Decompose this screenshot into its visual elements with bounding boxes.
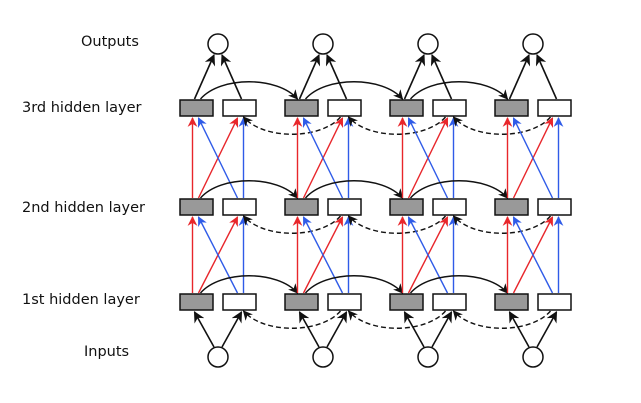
backward-hidden-unit <box>327 198 362 216</box>
backward-to-forward-arrow <box>302 216 344 294</box>
backward-recurrent-arrow <box>347 215 447 234</box>
forward-recurrent-arrow <box>304 180 404 199</box>
backward-recurrent-arrow <box>452 116 552 135</box>
input-node <box>207 346 229 368</box>
backward-hidden-unit <box>432 293 467 311</box>
label-inputs: Inputs <box>84 344 130 360</box>
backward-recurrent-arrow <box>347 310 447 329</box>
backward-to-forward-arrow <box>407 216 449 294</box>
backward-recurrent-arrow <box>452 310 552 329</box>
forward-to-output-arrow <box>508 53 531 100</box>
input-to-backward-arrow <box>326 311 348 348</box>
backward-to-forward-arrow <box>512 117 554 199</box>
backward-to-output-arrow <box>220 53 243 100</box>
backward-to-output-arrow <box>430 53 453 100</box>
forward-hidden-unit <box>494 293 529 311</box>
output-node <box>417 33 439 55</box>
backward-recurrent-arrow <box>347 116 447 135</box>
backward-hidden-unit <box>222 198 257 216</box>
backward-recurrent-arrow <box>242 215 342 234</box>
output-node <box>522 33 544 55</box>
forward-to-output-arrow <box>298 53 321 100</box>
input-node <box>417 346 439 368</box>
forward-recurrent-arrow <box>199 275 299 294</box>
backward-recurrent-arrow <box>452 215 552 234</box>
forward-hidden-unit <box>179 99 214 117</box>
input-to-backward-arrow <box>431 311 453 348</box>
backward-to-output-arrow <box>535 53 558 100</box>
forward-hidden-unit <box>494 198 529 216</box>
backward-hidden-unit <box>537 198 572 216</box>
forward-hidden-unit <box>179 293 214 311</box>
forward-hidden-unit <box>494 99 529 117</box>
backward-recurrent-arrow <box>242 116 342 135</box>
forward-hidden-unit <box>389 198 424 216</box>
forward-recurrent-arrow <box>199 180 299 199</box>
backward-hidden-unit <box>432 99 467 117</box>
forward-hidden-unit <box>179 198 214 216</box>
backward-to-output-arrow <box>325 53 348 100</box>
input-to-backward-arrow <box>221 311 243 348</box>
backward-to-forward-arrow <box>302 117 344 199</box>
forward-recurrent-arrow <box>199 81 299 100</box>
backward-recurrent-arrow <box>242 310 342 329</box>
forward-to-output-arrow <box>193 53 216 100</box>
backward-hidden-unit <box>537 99 572 117</box>
backward-to-forward-arrow <box>512 216 554 294</box>
forward-hidden-unit <box>284 99 319 117</box>
output-node <box>207 33 229 55</box>
backward-to-forward-arrow <box>407 117 449 199</box>
backward-to-forward-arrow <box>197 117 239 199</box>
forward-hidden-unit <box>284 198 319 216</box>
backward-hidden-unit <box>222 293 257 311</box>
input-to-forward-arrow <box>193 311 215 348</box>
forward-recurrent-arrow <box>304 81 404 100</box>
forward-hidden-unit <box>389 99 424 117</box>
forward-hidden-unit <box>389 293 424 311</box>
forward-recurrent-arrow <box>409 275 509 294</box>
input-to-backward-arrow <box>536 311 558 348</box>
label-3rd-hidden-layer: 3rd hidden layer <box>22 100 142 116</box>
backward-hidden-unit <box>327 293 362 311</box>
input-node <box>312 346 334 368</box>
backward-hidden-unit <box>327 99 362 117</box>
label-outputs: Outputs <box>81 34 139 50</box>
forward-recurrent-arrow <box>409 180 509 199</box>
input-to-forward-arrow <box>298 311 320 348</box>
output-node <box>312 33 334 55</box>
forward-hidden-unit <box>284 293 319 311</box>
backward-hidden-unit <box>432 198 467 216</box>
forward-recurrent-arrow <box>409 81 509 100</box>
input-to-forward-arrow <box>508 311 530 348</box>
backward-to-forward-arrow <box>197 216 239 294</box>
forward-recurrent-arrow <box>304 275 404 294</box>
backward-hidden-unit <box>537 293 572 311</box>
input-to-forward-arrow <box>403 311 425 348</box>
input-node <box>522 346 544 368</box>
label-2nd-hidden-layer: 2nd hidden layer <box>22 200 145 216</box>
label-1st-hidden-layer: 1st hidden layer <box>22 292 140 308</box>
forward-to-output-arrow <box>403 53 426 100</box>
backward-hidden-unit <box>222 99 257 117</box>
